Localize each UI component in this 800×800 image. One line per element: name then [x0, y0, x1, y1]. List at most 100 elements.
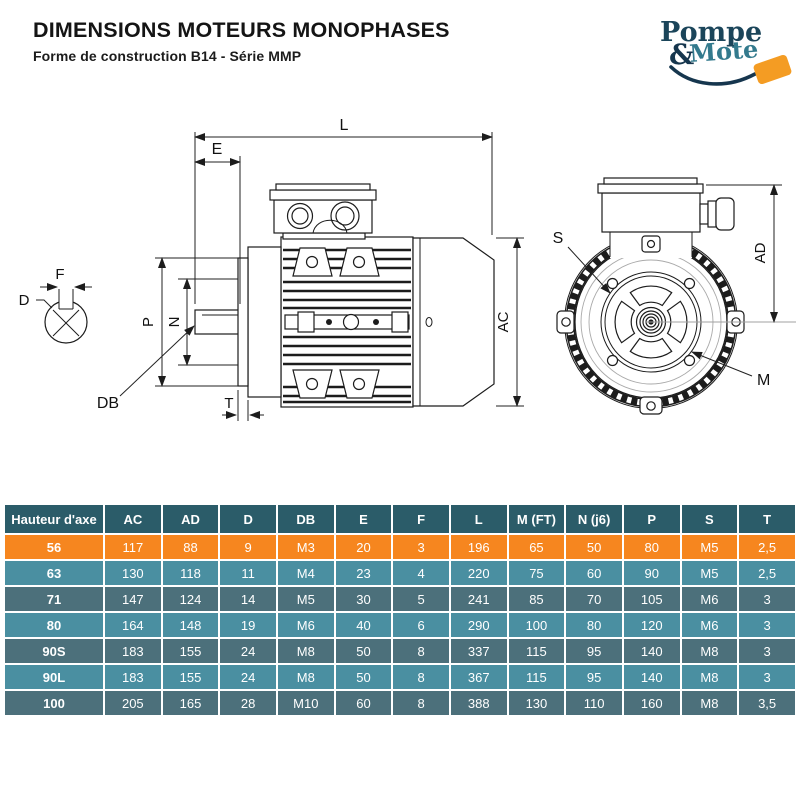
dim-label-s: S — [553, 230, 564, 247]
table-cell: 3,5 — [737, 689, 797, 717]
table-cell: 241 — [448, 585, 509, 613]
table-cell: 130 — [506, 689, 567, 717]
table-cell: 75 — [506, 559, 567, 587]
table-cell: 148 — [160, 611, 221, 639]
table-cell: 6 — [391, 611, 451, 639]
motor-technical-drawing: F D — [19, 117, 796, 421]
table-cell: 105 — [621, 585, 682, 613]
table-cell: 56 — [3, 533, 105, 561]
table-cell: 155 — [160, 663, 221, 691]
table-cell: 70 — [564, 585, 624, 613]
table-cell: 23 — [333, 559, 394, 587]
table-cell: M3 — [275, 533, 336, 561]
table-cell: 160 — [621, 689, 682, 717]
table-cell: 130 — [103, 559, 163, 587]
table-cell: M5 — [679, 559, 740, 587]
table-cell: 4 — [391, 559, 451, 587]
header-cell: T — [737, 503, 797, 535]
table-cell: 3 — [391, 533, 451, 561]
table-cell: M8 — [679, 637, 740, 665]
table-cell: 2,5 — [737, 559, 797, 587]
table-cell: 60 — [564, 559, 624, 587]
logo-ampersand: & — [669, 38, 694, 71]
table-cell: M6 — [275, 611, 336, 639]
table-cell: 90S — [3, 637, 105, 665]
dim-label-f: F — [55, 266, 64, 283]
table-cell: M4 — [275, 559, 336, 587]
table-cell: 85 — [506, 585, 567, 613]
dim-label-l: L — [340, 117, 349, 134]
table-cell: 196 — [448, 533, 509, 561]
front-view-drawing: S AD M — [553, 177, 796, 415]
dim-label-d: D — [19, 292, 30, 309]
dim-label-db: DB — [97, 395, 119, 412]
page-header: DIMENSIONS MOTEURS MONOPHASES Forme de c… — [33, 18, 633, 64]
dim-label-e: E — [212, 141, 223, 158]
header-cell: F — [391, 503, 451, 535]
table-cell: 117 — [103, 533, 163, 561]
table-cell: 110 — [564, 689, 624, 717]
table-cell: M6 — [679, 585, 740, 613]
table-cell: 115 — [506, 637, 567, 665]
table-cell: 115 — [506, 663, 567, 691]
table-cell: 3 — [737, 585, 797, 613]
table-cell: 205 — [103, 689, 163, 717]
table-cell: 183 — [103, 663, 163, 691]
table-cell: 19 — [218, 611, 278, 639]
table-cell: 147 — [103, 585, 163, 613]
header-cell: L — [448, 503, 509, 535]
table-cell: 60 — [333, 689, 394, 717]
table-cell: 90 — [621, 559, 682, 587]
header-cell: AC — [103, 503, 163, 535]
dim-label-m: M — [757, 372, 770, 389]
table-cell: 28 — [218, 689, 278, 717]
dim-label-p: P — [140, 317, 157, 327]
table-cell: 20 — [333, 533, 394, 561]
table-cell: 3 — [737, 611, 797, 639]
shaft-section-drawing: F D — [19, 266, 92, 344]
page-subtitle: Forme de construction B14 - Série MMP — [33, 48, 302, 64]
table-cell: 124 — [160, 585, 221, 613]
table-cell: 90L — [3, 663, 105, 691]
logo-orange-card — [753, 54, 792, 85]
table-cell: 8 — [391, 689, 451, 717]
table-cell: 65 — [506, 533, 567, 561]
table-cell: 155 — [160, 637, 221, 665]
table-cell: 100 — [3, 689, 105, 717]
table-cell: 50 — [333, 663, 394, 691]
table-cell: 220 — [448, 559, 509, 587]
header-cell: DB — [275, 503, 336, 535]
table-cell: 50 — [564, 533, 624, 561]
table-cell: 164 — [103, 611, 163, 639]
table-cell: 95 — [564, 663, 624, 691]
table-cell: 100 — [506, 611, 567, 639]
table-cell: 63 — [3, 559, 105, 587]
table-cell: M8 — [275, 637, 336, 665]
table-cell: 5 — [391, 585, 451, 613]
table-cell: 140 — [621, 637, 682, 665]
table-cell: 120 — [621, 611, 682, 639]
table-cell: M8 — [679, 689, 740, 717]
header-cell: S — [679, 503, 740, 535]
dim-label-n: N — [166, 317, 183, 328]
dim-label-t: T — [224, 395, 233, 412]
table-cell: M5 — [679, 533, 740, 561]
header-cell: Hauteur d'axe — [3, 503, 105, 535]
table-cell: 290 — [448, 611, 509, 639]
header-cell: D — [218, 503, 278, 535]
table-cell: 183 — [103, 637, 163, 665]
table-cell: 88 — [160, 533, 221, 561]
table-cell: 80 — [621, 533, 682, 561]
table-cell: 140 — [621, 663, 682, 691]
table-cell: M6 — [679, 611, 740, 639]
table-cell: 118 — [160, 559, 221, 587]
header-cell: N (j6) — [564, 503, 624, 535]
header-cell: M (FT) — [506, 503, 567, 535]
header-cell: P — [621, 503, 682, 535]
